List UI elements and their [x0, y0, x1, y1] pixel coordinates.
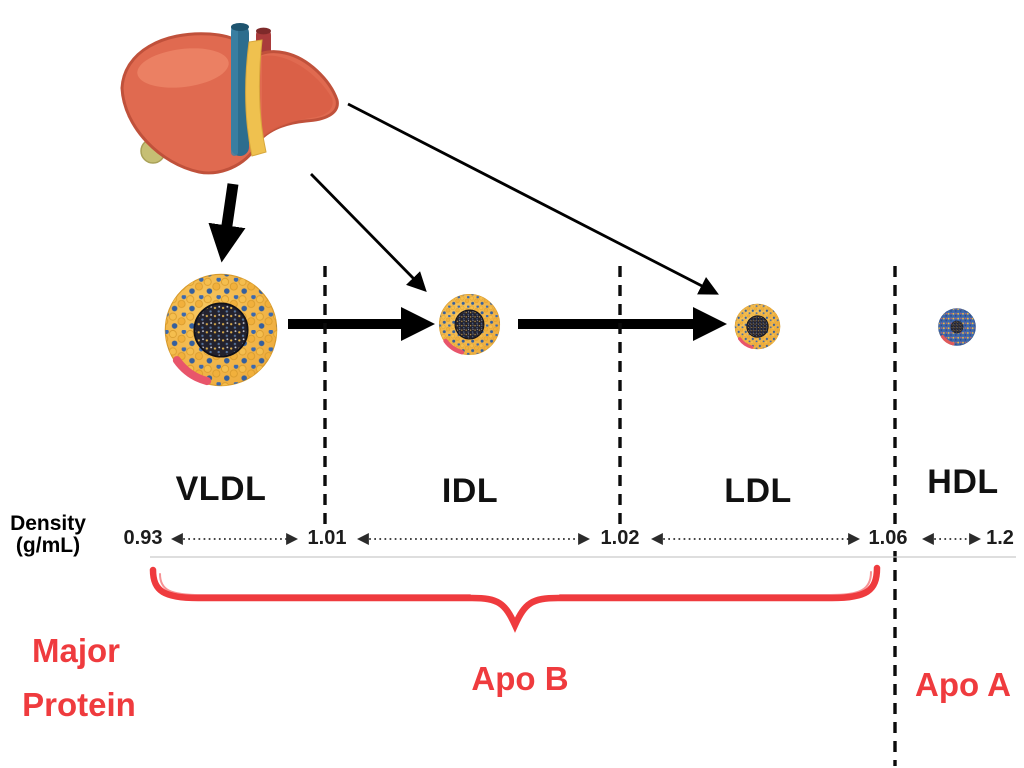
vldl-label: VLDL: [175, 470, 267, 508]
hdl-particle-icon: [937, 307, 977, 347]
arrows: [208, 102, 727, 341]
liver-blue-vessel-icon: [231, 23, 249, 156]
apo-b-brace-texture: [159, 571, 872, 596]
major-protein-label-line2: Protein: [22, 686, 136, 723]
idl-particle-icon: [439, 294, 499, 354]
density-axis-title-line2: (g/mL): [15, 533, 81, 557]
density-value-0: 0.93: [120, 527, 166, 550]
vldl-particle-icon: [165, 274, 276, 385]
ldl-particle-icon: [734, 303, 781, 350]
density-value-2: 1.02: [597, 527, 643, 550]
class-boundaries: [323, 266, 897, 766]
liver-to-vldl-arrow: [208, 183, 246, 263]
apo-a-label: Apo A: [915, 666, 1011, 703]
apo-b-label: Apo B: [471, 660, 569, 697]
liver-icon: [120, 23, 339, 175]
ldl-label: LDL: [724, 472, 792, 510]
hdl-label: HDL: [927, 463, 999, 501]
liver-right-lobe-shade: [262, 55, 333, 138]
density-value-3: 1.06: [865, 527, 911, 550]
idl-label: IDL: [441, 472, 499, 510]
density-axis-title-line1: Density: [10, 512, 86, 535]
liver-highlight: [137, 48, 229, 88]
major-protein-label-line1: Major: [31, 632, 121, 669]
density-axis-title: Density (g/mL): [2, 513, 94, 556]
liver-to-idl-arrow: [310, 173, 427, 292]
liver-yellow-band: [245, 39, 267, 157]
density-value-1: 1.01: [304, 527, 350, 550]
liver-to-ldl-arrow: [347, 102, 719, 295]
density-value-4: 1.2: [983, 527, 1017, 550]
apo-b-brace: [149, 564, 881, 633]
